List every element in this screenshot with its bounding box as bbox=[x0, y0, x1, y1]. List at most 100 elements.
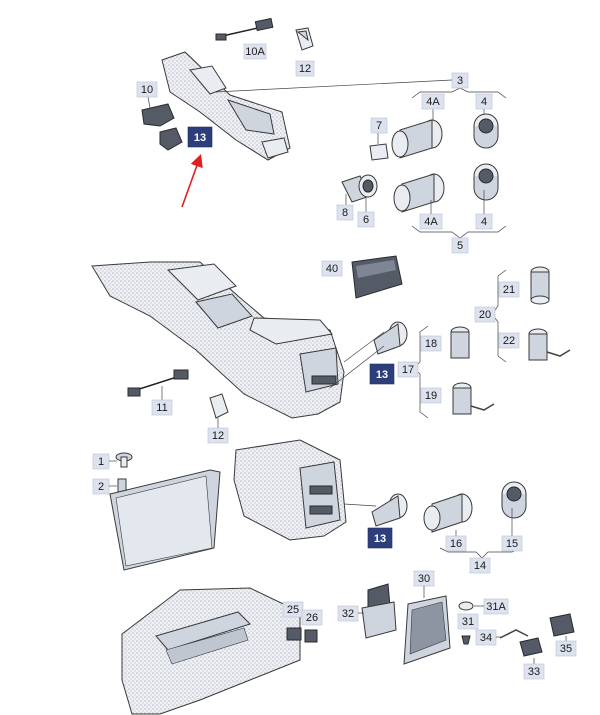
svg-text:7: 7 bbox=[376, 120, 382, 132]
svg-text:19: 19 bbox=[425, 390, 437, 402]
svg-text:35: 35 bbox=[560, 643, 572, 655]
ring-part-6 bbox=[358, 174, 378, 198]
socket-part-18 bbox=[450, 326, 470, 359]
highlight-arrow bbox=[181, 153, 203, 208]
trunk-trim-panel bbox=[121, 587, 301, 715]
label-15: 15 bbox=[501, 535, 523, 552]
label-22: 22 bbox=[498, 332, 520, 349]
lighter-cap-4-top bbox=[473, 113, 499, 149]
svg-text:4: 4 bbox=[481, 96, 487, 108]
svg-text:21: 21 bbox=[503, 284, 515, 296]
svg-text:6: 6 bbox=[363, 214, 369, 226]
holder-part-32 bbox=[361, 583, 397, 639]
label-31a: 31A bbox=[483, 598, 509, 615]
svg-text:14: 14 bbox=[474, 560, 486, 572]
svg-text:12: 12 bbox=[299, 63, 311, 75]
svg-text:31A: 31A bbox=[486, 601, 506, 613]
svg-text:10A: 10A bbox=[245, 46, 265, 58]
screw-part-1 bbox=[115, 452, 133, 468]
label-32: 32 bbox=[337, 605, 359, 622]
label-12-top: 12 bbox=[295, 60, 315, 77]
label-20: 20 bbox=[474, 306, 496, 323]
switch-part-10 bbox=[141, 96, 175, 127]
svg-text:13: 13 bbox=[376, 369, 388, 381]
label-33: 33 bbox=[523, 663, 545, 680]
bracket-part-30 bbox=[403, 595, 451, 665]
svg-text:20: 20 bbox=[479, 309, 491, 321]
label-30: 30 bbox=[413, 570, 435, 587]
label-4a-bottom: 4A bbox=[419, 213, 443, 230]
label-26: 26 bbox=[301, 609, 323, 626]
svg-text:1: 1 bbox=[98, 456, 104, 468]
svg-text:8: 8 bbox=[342, 207, 348, 219]
label-2: 2 bbox=[92, 478, 110, 495]
label-8: 8 bbox=[336, 204, 354, 221]
label-11: 11 bbox=[151, 399, 173, 416]
console-rear-part bbox=[233, 439, 347, 541]
svg-text:11: 11 bbox=[156, 402, 167, 414]
label-5: 5 bbox=[451, 237, 469, 254]
socket-part-13-low bbox=[371, 493, 408, 527]
label-10: 10 bbox=[136, 81, 158, 98]
svg-text:10: 10 bbox=[141, 84, 153, 96]
label-19: 19 bbox=[420, 387, 442, 404]
svg-text:4A: 4A bbox=[424, 216, 438, 228]
label-21: 21 bbox=[498, 281, 520, 298]
svg-text:34: 34 bbox=[480, 632, 492, 644]
clip-part-12-mid bbox=[209, 393, 229, 428]
label-31: 31 bbox=[457, 613, 479, 630]
storage-tray-part-40 bbox=[351, 255, 403, 299]
cable-part-10a bbox=[215, 17, 274, 41]
lighter-assembly-16 bbox=[423, 493, 473, 533]
label-16: 16 bbox=[445, 535, 467, 552]
label-13-top: 13 bbox=[187, 126, 213, 148]
lighter-cap-15 bbox=[501, 481, 527, 519]
label-4-bottom: 4 bbox=[475, 213, 493, 230]
svg-text:4A: 4A bbox=[426, 96, 440, 108]
washer-part-31a bbox=[458, 601, 474, 611]
svg-text:17: 17 bbox=[402, 364, 414, 376]
svg-text:13: 13 bbox=[194, 132, 206, 144]
side-panel bbox=[109, 469, 221, 571]
svg-text:12: 12 bbox=[212, 430, 224, 442]
svg-text:5: 5 bbox=[457, 240, 463, 252]
label-40: 40 bbox=[321, 260, 343, 277]
svg-text:13: 13 bbox=[374, 533, 386, 545]
socket-part-13-mid bbox=[373, 321, 408, 355]
label-6: 6 bbox=[357, 211, 375, 228]
part-35 bbox=[549, 613, 575, 637]
label-13-mid: 13 bbox=[369, 363, 395, 385]
socket-part-21 bbox=[530, 266, 550, 305]
label-13-low: 13 bbox=[367, 527, 393, 549]
label-4a-top: 4A bbox=[421, 93, 445, 110]
svg-text:22: 22 bbox=[503, 335, 515, 347]
socket-part-top bbox=[159, 127, 183, 151]
svg-text:15: 15 bbox=[506, 538, 518, 550]
label-1: 1 bbox=[92, 453, 110, 470]
label-10a: 10A bbox=[243, 43, 267, 60]
lighter-cap-4-bottom bbox=[473, 163, 499, 201]
cable-part-11 bbox=[127, 369, 189, 400]
svg-text:30: 30 bbox=[418, 573, 430, 585]
svg-text:3: 3 bbox=[457, 75, 463, 87]
label-17: 17 bbox=[397, 361, 419, 378]
cap-part-26 bbox=[304, 629, 318, 643]
label-12-mid: 12 bbox=[207, 427, 229, 444]
label-34: 34 bbox=[475, 629, 497, 646]
plug-part-25 bbox=[286, 627, 302, 641]
label-25: 25 bbox=[282, 601, 304, 618]
svg-text:2: 2 bbox=[98, 481, 104, 493]
svg-text:32: 32 bbox=[342, 608, 354, 620]
label-14: 14 bbox=[469, 557, 491, 574]
screw-part-31 bbox=[461, 635, 471, 645]
svg-text:25: 25 bbox=[287, 604, 299, 616]
socket-part-19 bbox=[452, 382, 495, 415]
label-18: 18 bbox=[420, 335, 442, 352]
svg-text:26: 26 bbox=[306, 612, 318, 624]
svg-text:40: 40 bbox=[326, 263, 338, 275]
svg-text:18: 18 bbox=[425, 338, 437, 350]
label-4-top: 4 bbox=[475, 93, 493, 110]
clip-part-12-top bbox=[295, 27, 314, 51]
center-console-main bbox=[91, 261, 345, 419]
